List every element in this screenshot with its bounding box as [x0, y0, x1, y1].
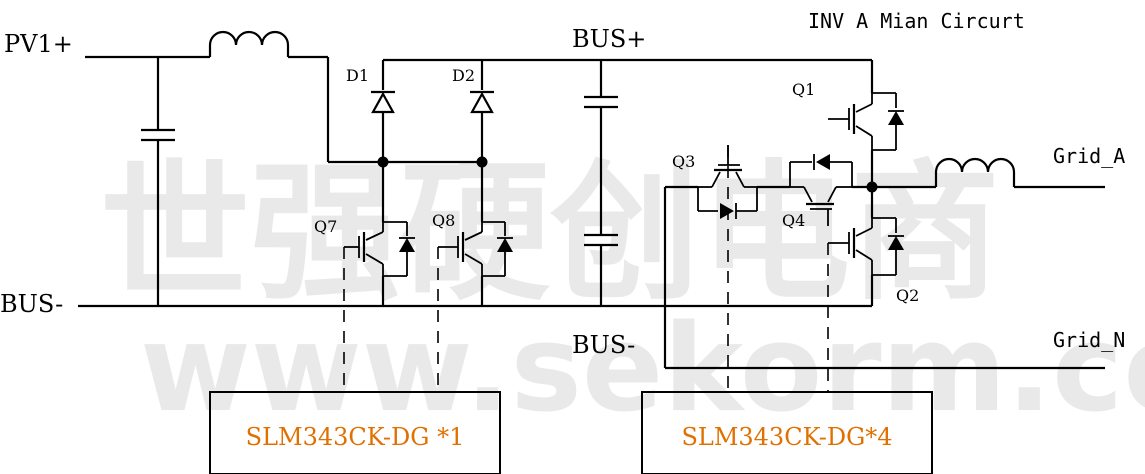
label-q7: Q7	[314, 217, 337, 236]
label-q8: Q8	[432, 211, 455, 230]
igbt-q7	[344, 221, 415, 277]
diagram-title: INV A Mian Circurt	[808, 9, 1025, 33]
gate-signal-lines	[343, 145, 829, 392]
junctions	[377, 156, 878, 193]
driver-right-box: SLM343CK-DG*4	[641, 391, 933, 474]
input-inductor	[208, 30, 290, 57]
label-q4: Q4	[782, 211, 805, 230]
label-q1: Q1	[792, 80, 815, 99]
watermark-cn: 世强硬创电商	[100, 147, 1000, 321]
label-q3: Q3	[672, 152, 695, 171]
igbt-q1	[828, 92, 904, 151]
igbt-q2	[828, 217, 904, 276]
label-grid-n: Grid_N	[1053, 328, 1125, 352]
output-inductor	[934, 157, 1016, 187]
driver-left-box: SLM343CK-DG *1	[209, 391, 501, 474]
driver-right-label: SLM343CK-DG*4	[681, 423, 892, 451]
label-bus-minus-left: BUS-	[0, 290, 63, 318]
label-d2: D2	[452, 66, 475, 85]
label-bus-plus: BUS+	[572, 25, 646, 53]
label-bus-minus-mid: BUS-	[572, 331, 635, 359]
igbt-q4	[789, 154, 853, 226]
wires	[78, 30, 1105, 370]
label-grid-a: Grid_A	[1053, 144, 1125, 168]
driver-left-label: SLM343CK-DG *1	[246, 423, 465, 451]
label-d1: D1	[346, 66, 369, 85]
watermark: 世强硬创电商 www.sekorm.com	[100, 147, 1145, 439]
label-q2: Q2	[896, 286, 919, 305]
label-pv1-plus: PV1+	[4, 30, 73, 58]
diode-d2	[470, 90, 494, 114]
igbt-q8	[438, 221, 513, 277]
diode-d1	[371, 90, 395, 114]
